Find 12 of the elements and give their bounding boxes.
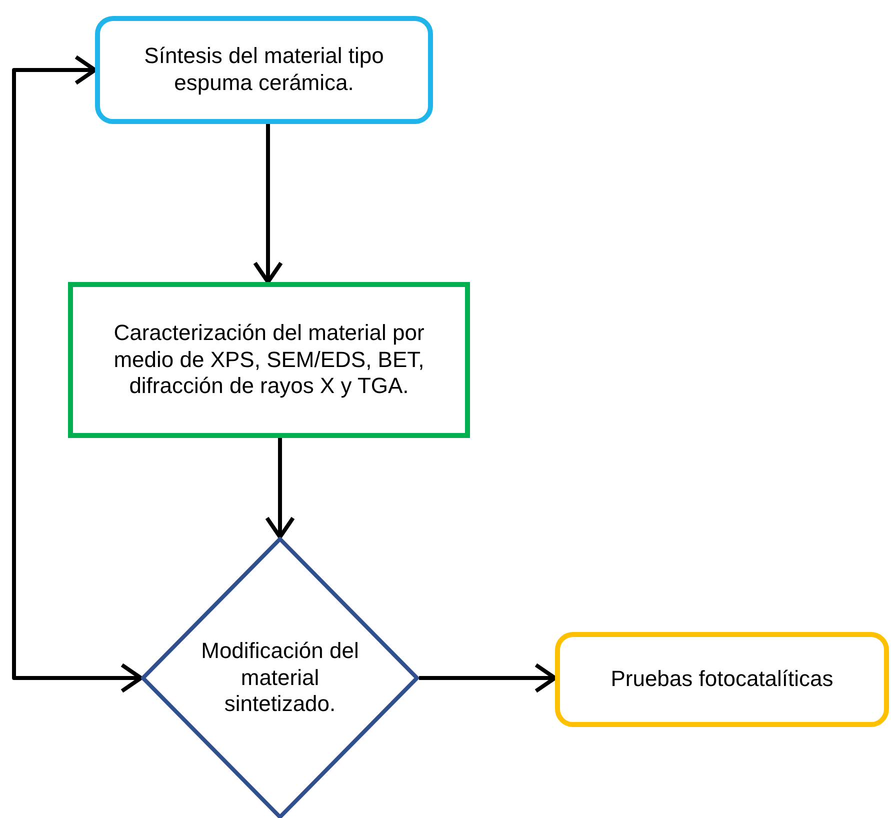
arrow [419,663,557,693]
process-box [68,282,470,438]
arrow [253,124,283,284]
node-text: Síntesis del material tipo espuma cerámica. [143,43,385,97]
arrow [265,438,295,539]
arrow [12,55,143,693]
node-text: Caracterización del material por medio de XPS, SEM/EDS, BET, difracción de rayos X y TGA. [112,320,426,400]
node-text: Modificación del material sintetizado. [201,638,359,718]
process-box [95,16,433,124]
process-box [555,632,889,727]
node-text: Pruebas fotocatalíticas [610,666,834,693]
decision-diamond [141,537,419,818]
